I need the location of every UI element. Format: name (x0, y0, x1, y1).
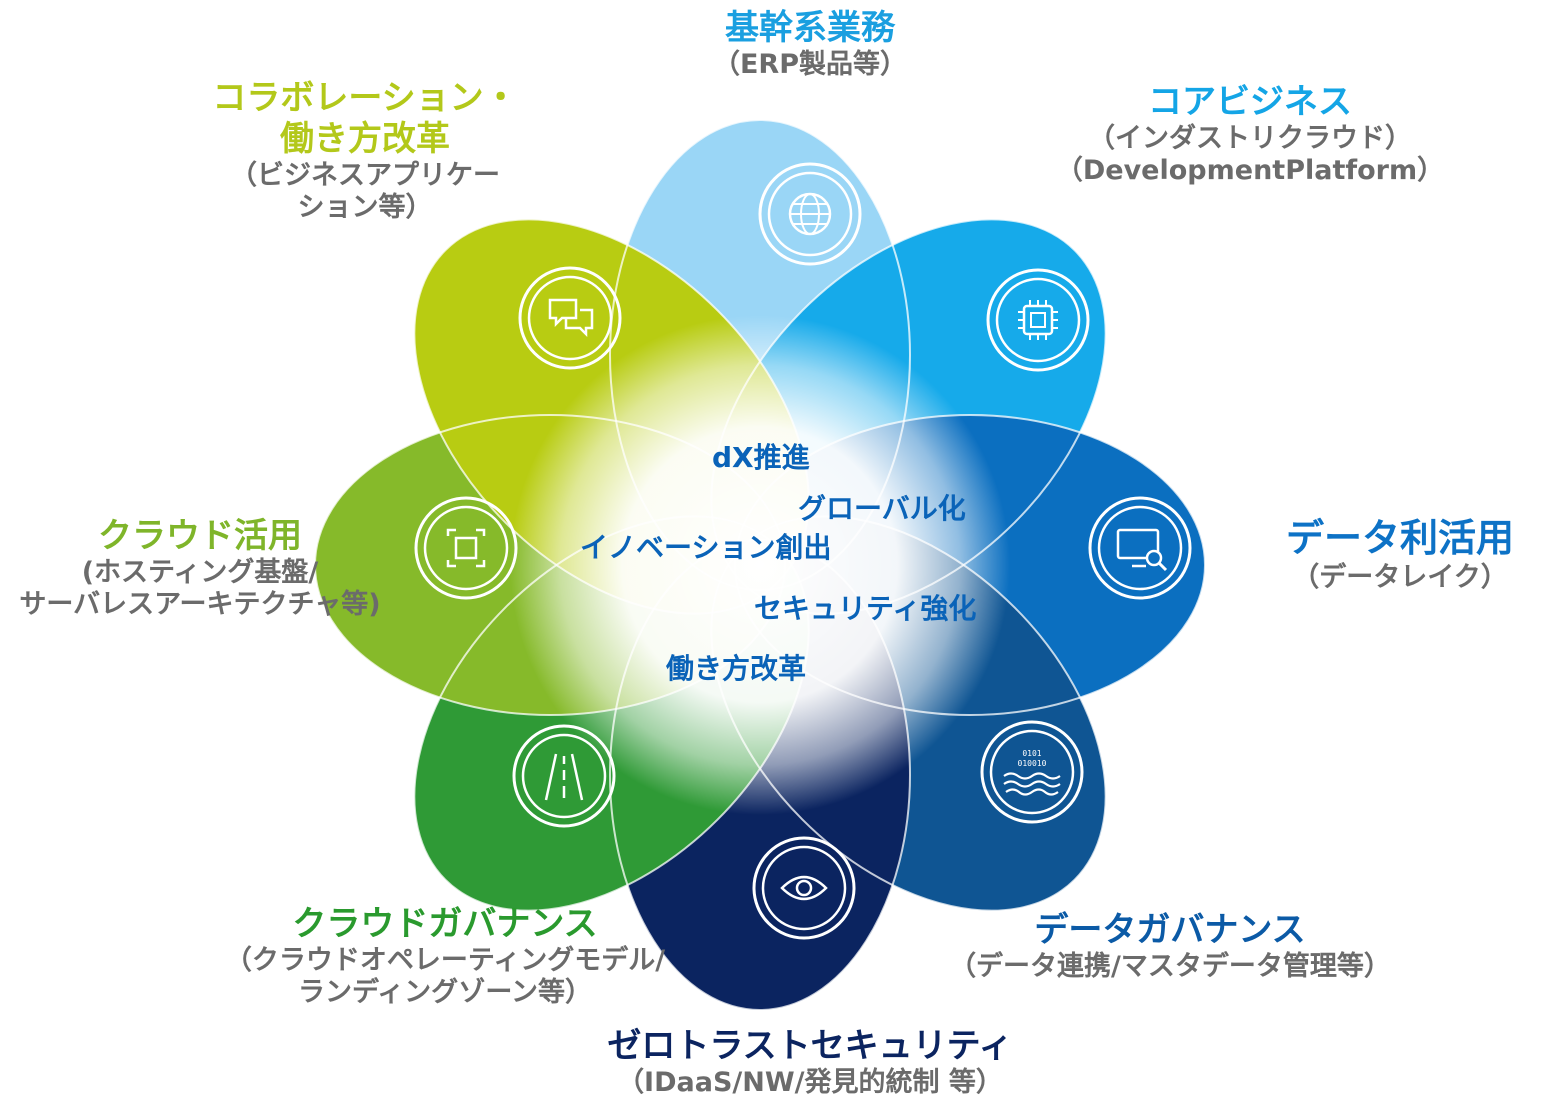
eye-icon (752, 836, 856, 940)
label-top-right-sub-2: （DevelopmentPlatform） (1055, 155, 1445, 187)
label-right-sub: （データレイク） (1292, 561, 1508, 593)
label-bottom-right-title: データガバナンス (1034, 910, 1306, 950)
chat-icon (518, 266, 622, 370)
center-workstyle: 働き方改革 (666, 652, 807, 685)
monitor-search-icon (1088, 496, 1192, 600)
label-right: データ利活用 （データレイク） (1260, 516, 1540, 594)
label-right-title: データ利活用 (1285, 516, 1514, 560)
label-left-title: クラウド活用 (98, 516, 302, 556)
label-top-sub: （ERP製品等） (712, 48, 908, 80)
data-icon-binary-2: 010010 (1018, 759, 1047, 768)
label-bottom-left: クラウドガバナンス （クラウドオペレーティングモデル/ ランディングゾーン等） (200, 904, 690, 1010)
label-bottom-right-sub: （データ連携/マスタデータ管理等） (949, 950, 1391, 982)
label-top-left-sub-2: ション等） (297, 191, 433, 223)
label-top-left-sub-1: （ビジネスアプリケー (230, 159, 500, 191)
data-lake-icon: 0101 010010 (980, 720, 1084, 824)
label-left-sub-1: (ホスティング基盤/ (81, 556, 319, 588)
petal-outline-group (314, 119, 1206, 1011)
label-top-right-sub-1: （インダストリクラウド） (1088, 122, 1412, 154)
data-icon-binary-1: 0101 (1022, 749, 1041, 758)
center-dx: dX推進 (712, 441, 810, 474)
label-bottom-left-title: クラウドガバナンス (292, 904, 598, 944)
label-top-right-title: コアビジネス (1148, 82, 1352, 122)
scan-frame-icon (414, 496, 518, 600)
label-top-left-title: コラボレーション・ 働き方改革 (212, 78, 518, 159)
center-innovation: イノベーション創出 (580, 531, 832, 564)
globe-icon (758, 162, 862, 266)
label-bottom: ゼロトラストセキュリティ （IDaaS/NW/発見的統制 等） (560, 1026, 1060, 1099)
label-top-title: 基幹系業務 (725, 8, 895, 48)
chip-icon (986, 268, 1090, 372)
label-bottom-left-sub-2: ランディングゾーン等） (297, 977, 593, 1009)
center-security: セキュリティ強化 (754, 592, 977, 625)
center-global: グローバル化 (798, 492, 966, 525)
label-top-right: コアビジネス （インダストリクラウド） （DevelopmentPlatform… (1020, 82, 1480, 188)
label-left-sub-2: サーバレスアーキテクチャ等) (19, 589, 381, 621)
label-bottom-title: ゼロトラストセキュリティ (607, 1026, 1013, 1066)
label-bottom-right: データガバナンス （データ連携/マスタデータ管理等） (910, 910, 1430, 983)
center-glow (510, 315, 1010, 815)
label-bottom-sub: （IDaaS/NW/発見的統制 等） (617, 1066, 1003, 1098)
label-top-left: コラボレーション・ 働き方改革 （ビジネスアプリケー ション等） (200, 78, 530, 224)
label-top: 基幹系業務 （ERP製品等） (660, 8, 960, 81)
label-bottom-left-sub-1: （クラウドオペレーティングモデル/ (224, 944, 666, 976)
label-left: クラウド活用 (ホスティング基盤/ サーバレスアーキテクチャ等) (0, 516, 400, 622)
road-icon (512, 724, 616, 828)
